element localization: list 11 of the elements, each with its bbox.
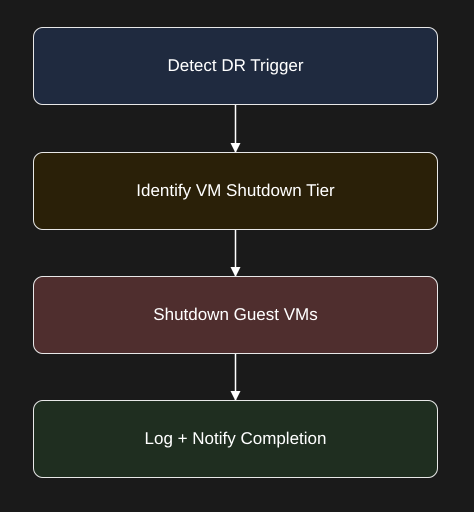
process-box — [33, 152, 438, 230]
step-label: Log + Notify Completion — [144, 429, 326, 449]
process-box — [33, 27, 438, 105]
arrow — [230, 354, 240, 401]
step-label: Identify VM Shutdown Tier — [136, 181, 335, 201]
process-box — [33, 276, 438, 354]
arrow — [230, 230, 240, 277]
step-label: Shutdown Guest VMs — [153, 305, 318, 325]
step-label: Detect DR Trigger — [167, 56, 304, 76]
process-box — [33, 400, 438, 478]
arrow — [230, 105, 240, 153]
